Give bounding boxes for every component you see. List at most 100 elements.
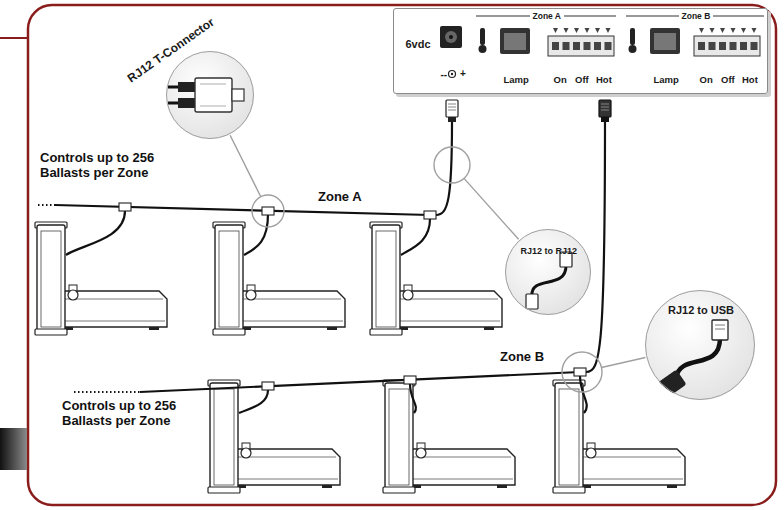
controller-housing-part	[480, 28, 485, 45]
callout-circles-part-part	[252, 195, 284, 227]
zone-label: Zone A	[318, 189, 362, 204]
controller-housing-part-part	[719, 42, 726, 50]
zone-cables-part	[66, 211, 125, 255]
rj12-plugs-part	[448, 117, 456, 122]
controller-housing	[393, 8, 771, 97]
controller-housing-part-part	[740, 42, 747, 50]
controller-housing-part-part	[709, 42, 716, 50]
controller-housing-part-part	[694, 36, 760, 56]
callout-circles-part-part	[602, 358, 646, 368]
frame-part	[28, 5, 776, 505]
rj12-plugs-part	[446, 100, 458, 117]
zone-cables-part	[140, 372, 580, 392]
zone-cables	[38, 121, 605, 413]
callout-circles-part	[166, 51, 254, 139]
rj12-plugs-part-part	[574, 368, 586, 376]
ballasts	[35, 222, 685, 493]
callout-title: RJ12 to USB	[668, 304, 734, 317]
controller-housing-part	[479, 45, 487, 53]
controller-housing-part	[504, 33, 526, 50]
ballasts-part	[553, 380, 685, 493]
callout-title: RJ12 to RJ12	[521, 246, 578, 256]
controller-housing-part-part	[751, 42, 758, 50]
panel-label: --	[441, 69, 448, 81]
controller-housing-part-part	[552, 42, 559, 50]
callout-circles-part-part	[200, 84, 226, 106]
callout-circles-part-part	[532, 266, 566, 296]
frame-part	[0, 37, 28, 39]
controller-housing-part	[654, 33, 676, 50]
rj12-plugs-part	[599, 100, 611, 117]
rj12-plugs	[119, 100, 611, 390]
controller-housing-part	[445, 31, 457, 43]
note-label: Controls up to 256 Ballasts per Zone	[40, 150, 175, 180]
callout-circles-part-part	[712, 320, 728, 340]
controller-housing-part	[661, 50, 669, 53]
zone-cables-part	[38, 204, 55, 206]
callout-circles-part-part-part	[650, 370, 687, 403]
panel-label: On	[554, 75, 567, 86]
controller-box: 6vdc--+Zone ALampOnOffHotZone BLampOnOff…	[393, 8, 768, 94]
rj12-plugs-part-part	[119, 203, 131, 211]
controller-housing-part	[440, 26, 462, 48]
controller-housing-part	[629, 45, 637, 53]
controller-housing-part-part	[605, 42, 612, 50]
callout-circles-part-part-part	[632, 390, 660, 415]
callout-circles-part	[168, 78, 244, 112]
ballasts-part	[208, 380, 340, 493]
panel-label: Lamp	[504, 75, 529, 86]
ballasts-part	[213, 222, 345, 335]
panel-label: Hot	[596, 75, 612, 86]
panel-label: On	[700, 75, 713, 86]
controller-housing-part-part	[730, 42, 737, 50]
zone-cables-part	[436, 121, 452, 215]
callout-circles-part-part-part	[645, 396, 650, 401]
callout-title: RJ12 T-Connector	[125, 16, 217, 86]
controller-housing-part-part	[699, 28, 757, 33]
zone-label: Zone B	[500, 349, 544, 364]
callout-circles-part-part	[676, 338, 720, 378]
callout-circles-part-part	[562, 352, 602, 392]
controller-housing-part-part	[553, 28, 611, 33]
callout-circles-part-part	[178, 82, 196, 92]
rj12-plugs-part-part	[424, 211, 436, 219]
controller-housing-part	[630, 28, 635, 45]
panel-label: Hot	[742, 75, 758, 86]
callout-circles-part	[505, 229, 591, 315]
callout-circles-part-part	[178, 98, 196, 108]
controller-housing-part-part	[548, 36, 614, 56]
rj12-plugs-part-part	[262, 207, 274, 215]
controller-housing-part	[650, 28, 680, 54]
zone-cables-part	[580, 376, 587, 413]
callout-circles-part-part	[195, 78, 232, 112]
controller-housing-part	[393, 8, 768, 94]
callout-circles	[166, 51, 755, 416]
frame-part	[0, 428, 27, 470]
rj12-plugs-part-part	[404, 376, 416, 384]
callout-circles-part-part	[230, 135, 261, 197]
callout-circles-part-part	[526, 294, 538, 309]
callout-circle: RJ12 to USB	[645, 290, 755, 400]
callout-circles-part-part	[464, 178, 519, 239]
rj12-plugs-part-part	[262, 382, 274, 390]
rj12-plugs-part	[601, 104, 609, 110]
zone-cables-part	[55, 205, 430, 215]
rj12-plugs-part	[448, 104, 456, 110]
controller-housing-part	[548, 28, 760, 56]
controller-housing-part-part	[594, 42, 601, 50]
controller-housing-part-part	[563, 42, 570, 50]
callout-circles-part-part	[715, 325, 725, 329]
zone-cables-part	[410, 384, 416, 413]
callout-circles-part-part	[434, 147, 470, 183]
callout-circles-part	[230, 135, 645, 392]
panel-label: Off	[575, 75, 589, 86]
panel-label: 6vdc	[406, 38, 431, 51]
panel-label: Lamp	[654, 75, 679, 86]
callout-circles-part-part-part	[638, 401, 643, 406]
zone-cables-part	[244, 214, 268, 255]
callout-circles-part	[526, 252, 572, 309]
panel-label: Off	[721, 75, 735, 86]
callout-circles-part-part	[630, 370, 686, 417]
rj12-plugs-part	[601, 117, 609, 122]
panel-label: Zone A	[530, 12, 565, 22]
